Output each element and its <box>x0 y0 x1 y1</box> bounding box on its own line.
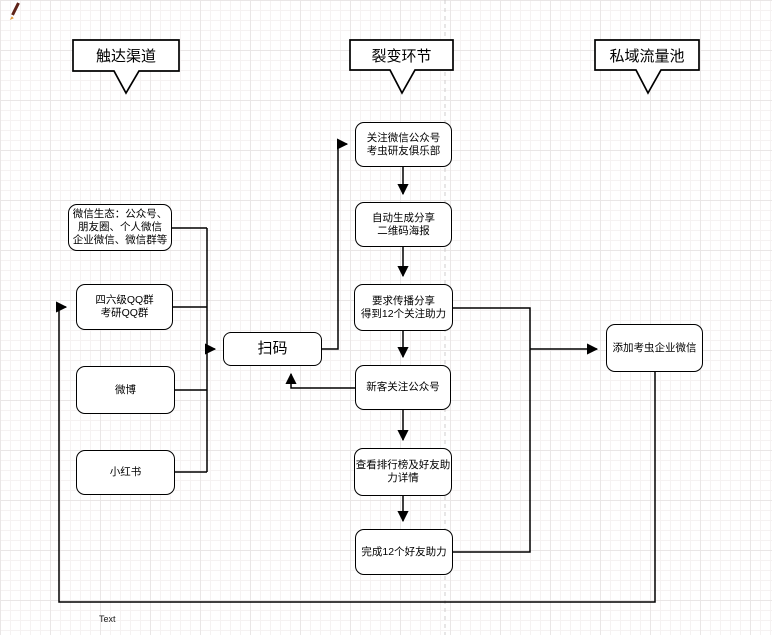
pencil-icon <box>9 2 20 20</box>
edge-scan-to-follow[interactable] <box>322 138 349 350</box>
callout-shape-fission-stage[interactable] <box>349 39 454 95</box>
node-follow-official-account[interactable]: 关注微信公众号 考虫研友俱乐部 <box>355 122 452 167</box>
node-new-followers[interactable]: 新客关注公众号 <box>355 365 451 410</box>
callout-shape-private-pool[interactable] <box>594 39 700 95</box>
node-add-enterprise-wechat[interactable]: 添加考虫企业微信 <box>606 324 703 372</box>
edge-right-collector[interactable] <box>453 307 531 553</box>
node-weibo[interactable]: 微博 <box>76 366 175 414</box>
node-xiaohongshu[interactable]: 小红书 <box>76 450 175 495</box>
node-share-task[interactable]: 要求传播分享 得到12个关注助力 <box>354 284 453 331</box>
callout-fission-stage[interactable]: 裂变环节 <box>371 47 432 65</box>
edge-newfollowers-to-scan[interactable] <box>285 372 355 389</box>
node-share-poster[interactable]: 自动生成分享 二维码海报 <box>355 202 452 247</box>
node-qq-groups[interactable]: 四六级QQ群 考研QQ群 <box>76 284 173 330</box>
node-ranking-detail[interactable]: 查看排行榜及好友助 力详情 <box>354 448 452 496</box>
node-scan-code[interactable]: 扫码 <box>223 332 322 366</box>
edge-addwechat-to-qq[interactable] <box>55 301 656 603</box>
node-wechat-eco[interactable]: 微信生态：公众号、 朋友圈、个人微信 企业微信、微信群等 <box>68 204 172 251</box>
callout-private-pool[interactable]: 私域流量池 <box>609 47 685 65</box>
callout-reach-channels[interactable]: 触达渠道 <box>95 48 156 65</box>
text-annotation[interactable]: Text <box>99 614 116 624</box>
node-task-complete[interactable]: 完成12个好友助力 <box>355 529 453 575</box>
callout-shape-reach-channels[interactable] <box>72 39 180 95</box>
